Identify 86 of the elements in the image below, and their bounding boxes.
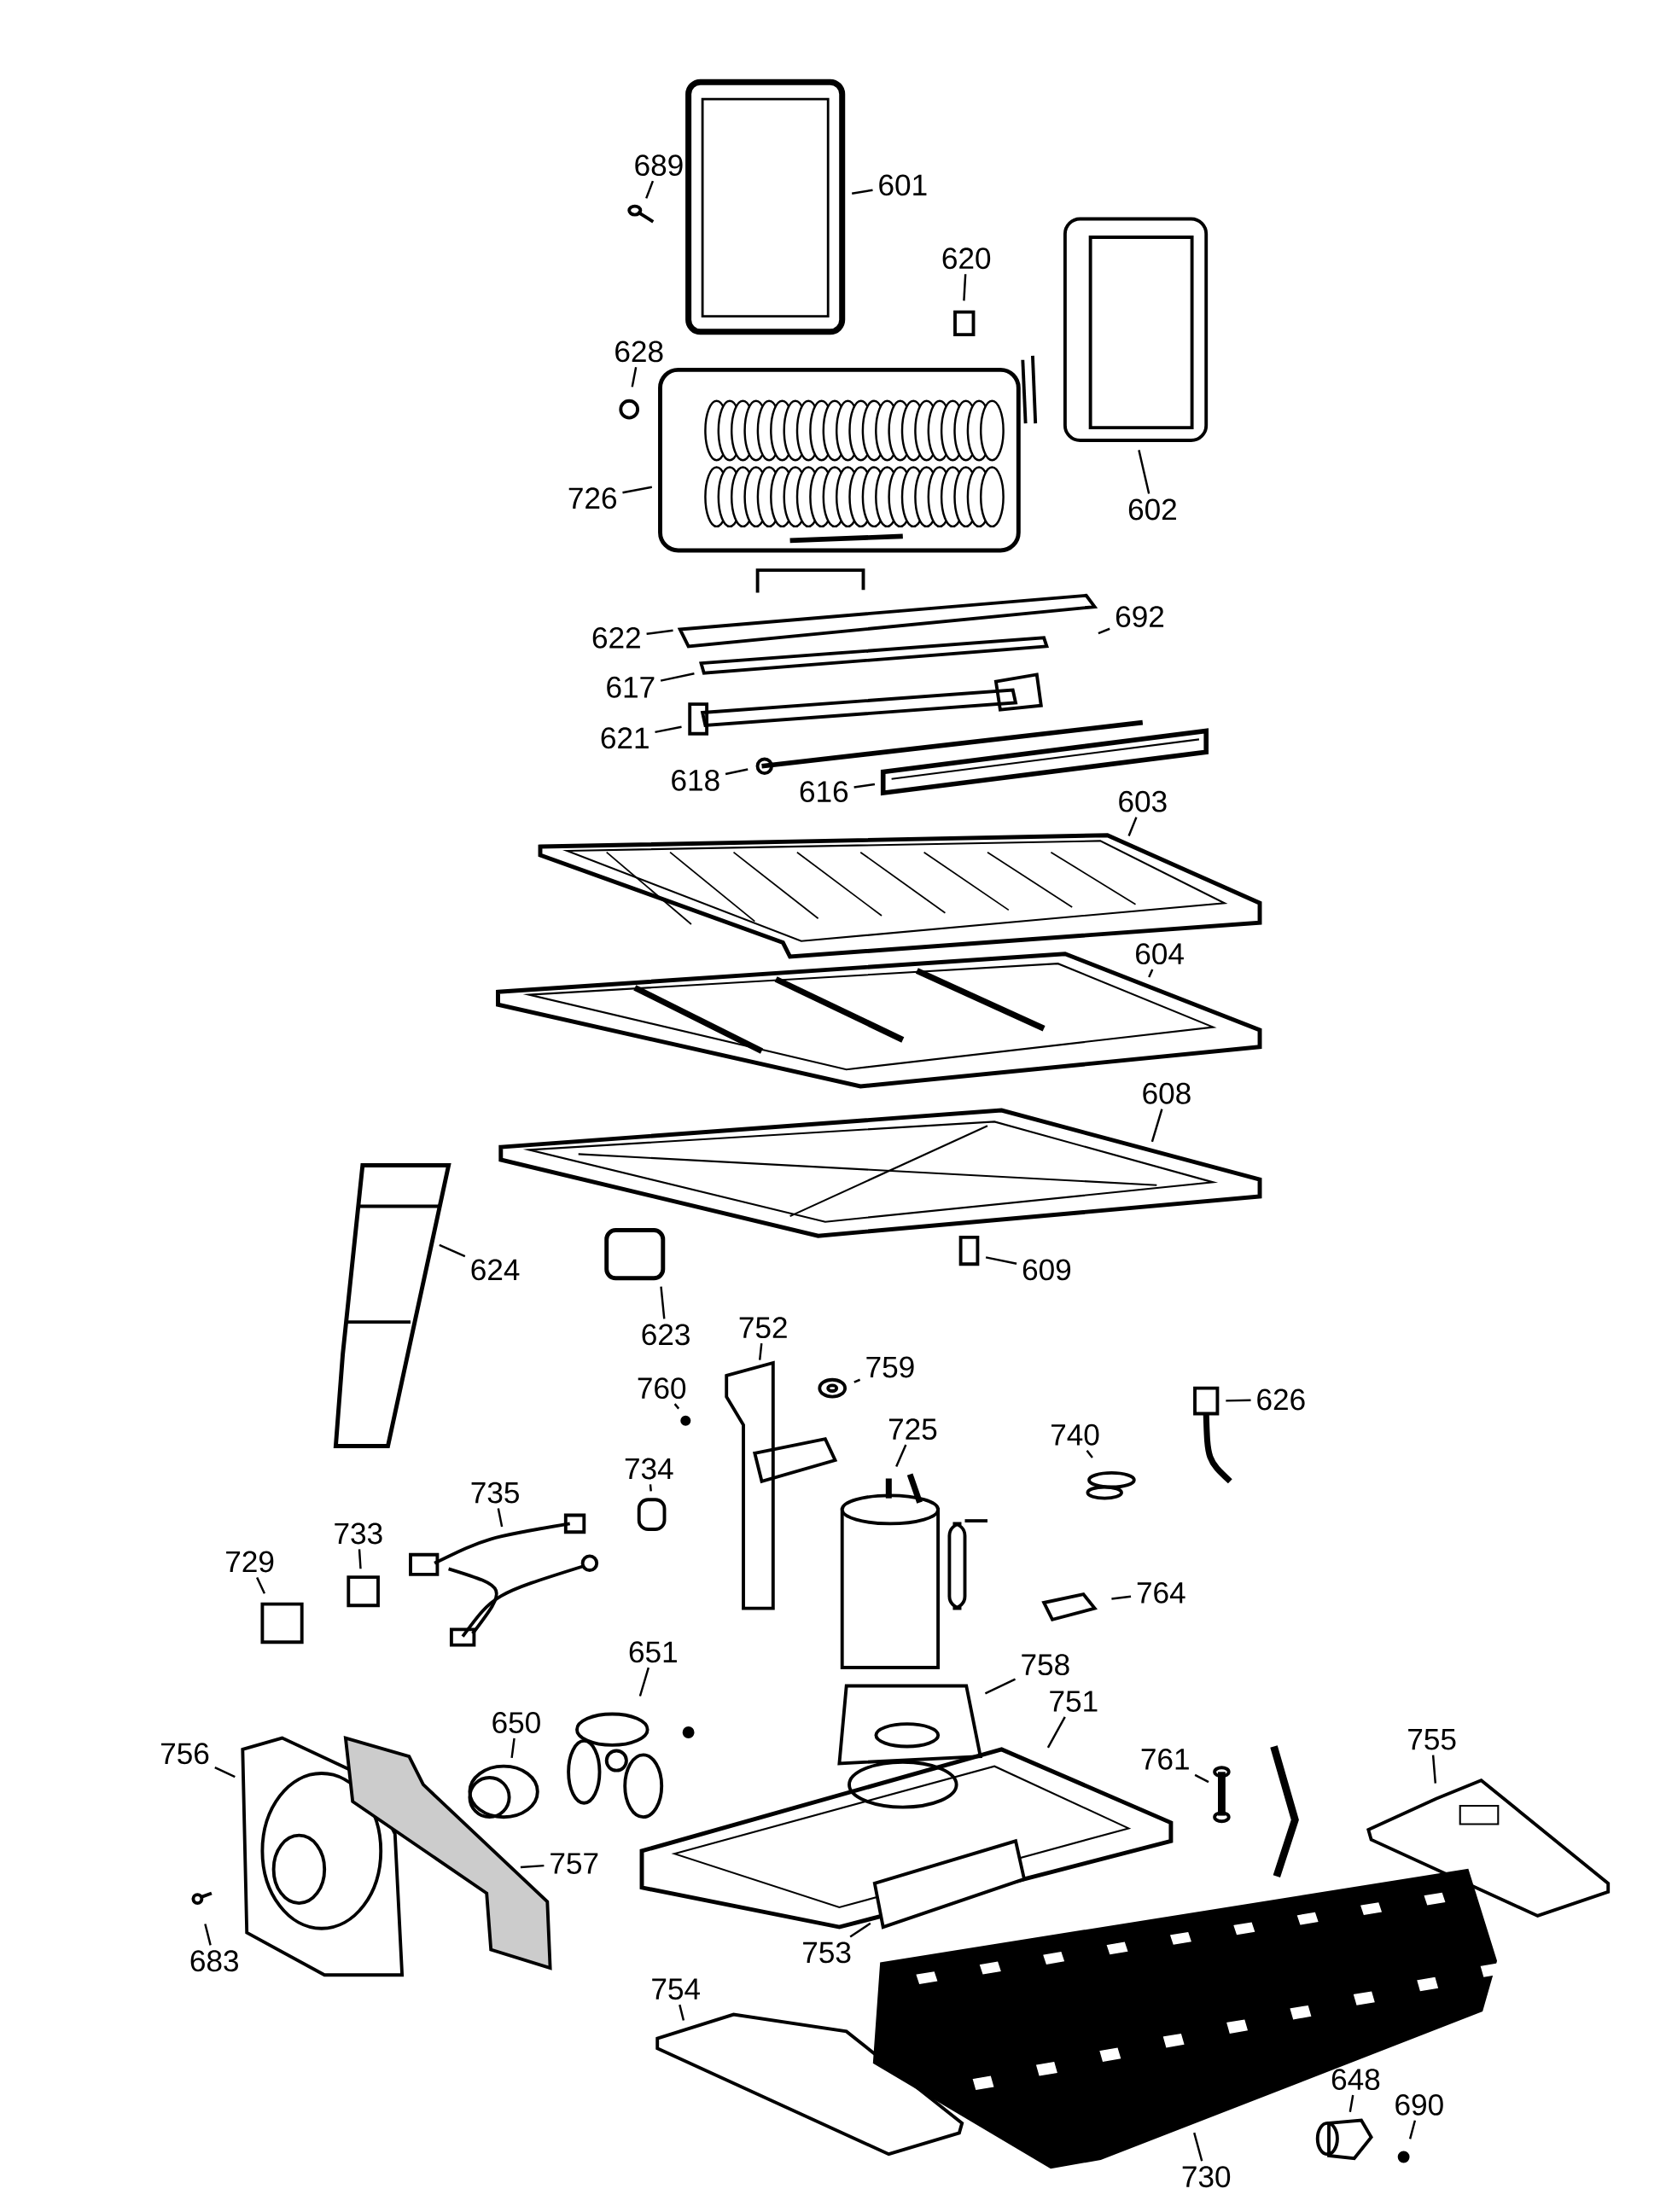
- leader-line: [1226, 1399, 1251, 1402]
- callout-number: 601: [879, 174, 927, 196]
- callout-number: 692: [1116, 606, 1164, 627]
- callout-number: 651: [629, 1641, 677, 1663]
- callout-number: 628: [615, 341, 663, 363]
- leader-line: [853, 783, 876, 789]
- callout-number: 626: [1257, 1388, 1305, 1411]
- callout-number: 754: [652, 1978, 700, 2000]
- callout-number: 751: [1050, 1691, 1098, 1712]
- leader-line: [1349, 2094, 1354, 2112]
- callout-number: 603: [1119, 790, 1167, 812]
- callout-number: 761: [1141, 1748, 1189, 1770]
- leader-line: [660, 672, 695, 682]
- leader-line: [439, 1243, 466, 1258]
- callout-number: 608: [1143, 1082, 1191, 1104]
- callout-number: 683: [190, 1950, 238, 1972]
- leader-line: [895, 1444, 907, 1467]
- leader-line: [852, 189, 873, 195]
- callout-number: 735: [471, 1481, 519, 1504]
- callout-number: 755: [1408, 1729, 1456, 1750]
- leader-line: [497, 1508, 504, 1528]
- callout-number: 624: [471, 1259, 520, 1281]
- callout-number: 623: [642, 1324, 690, 1346]
- callout-number: 617: [607, 676, 655, 698]
- leader-line: [256, 1576, 266, 1594]
- callout-number: 621: [601, 727, 649, 749]
- leader-line: [214, 1767, 236, 1778]
- leader-line: [673, 1403, 680, 1410]
- callout-number: 689: [635, 154, 683, 177]
- callout-number: 725: [888, 1418, 937, 1441]
- leader-line: [725, 768, 749, 776]
- leader-line: [1127, 817, 1138, 836]
- leader-line: [679, 2004, 685, 2021]
- leader-line: [204, 1924, 212, 1946]
- leader-line: [853, 1378, 861, 1383]
- callout-number: 602: [1128, 498, 1176, 521]
- callout-number: 760: [638, 1377, 686, 1400]
- leader-line: [649, 1484, 652, 1492]
- callout-number: 726: [568, 487, 616, 509]
- leader-line: [1408, 2120, 1417, 2139]
- leader-line: [849, 1922, 871, 1938]
- leader-line: [660, 1286, 666, 1319]
- callout-number: 764: [1137, 1581, 1185, 1604]
- callout-number: 618: [672, 769, 719, 791]
- callout-number: 650: [492, 1712, 540, 1733]
- callout-number: 753: [803, 1941, 851, 1964]
- callout-number: 730: [1182, 2166, 1231, 2188]
- leader-line: [638, 1667, 650, 1697]
- leader-line: [1193, 2132, 1203, 2162]
- leader-line: [655, 725, 682, 734]
- callout-number: 729: [226, 1551, 274, 1573]
- leader-line: [984, 1678, 1016, 1695]
- callout-number: 758: [1022, 1654, 1069, 1676]
- callout-number: 752: [739, 1317, 787, 1339]
- callout-number: 759: [866, 1356, 914, 1378]
- leader-line: [622, 486, 653, 494]
- callout-number: 609: [1022, 1259, 1071, 1281]
- leader-line: [520, 1864, 545, 1869]
- leader-line: [358, 1549, 362, 1569]
- leader-line: [646, 629, 673, 635]
- leader-line: [985, 1256, 1017, 1265]
- callout-number: 740: [1051, 1423, 1099, 1446]
- callout-number: 733: [335, 1522, 382, 1545]
- leader-line: [963, 274, 967, 301]
- callout-number: 616: [800, 781, 848, 802]
- leader-line: [759, 1342, 763, 1360]
- callout-number: 622: [592, 626, 640, 649]
- callout-number: 604: [1136, 943, 1184, 965]
- leader-line: [1431, 1755, 1437, 1784]
- leader-line: [645, 180, 655, 199]
- callout-number: 734: [625, 1458, 673, 1480]
- callout-number: 756: [161, 1743, 209, 1765]
- leader-line: [1086, 1449, 1093, 1458]
- callout-number: 757: [550, 1853, 598, 1874]
- leader-line: [1150, 1109, 1163, 1143]
- leader-line: [1046, 1716, 1066, 1749]
- leader-line: [1148, 969, 1154, 978]
- callout-number: 620: [942, 247, 991, 270]
- leader-line: [1138, 450, 1150, 494]
- leader-line: [1098, 627, 1110, 635]
- leader-line: [1111, 1595, 1132, 1600]
- leader-line: [510, 1738, 516, 1759]
- callout-number: 690: [1395, 2093, 1443, 2116]
- leader-line: [1194, 1773, 1209, 1784]
- leader-line: [631, 367, 638, 387]
- callout-number: 648: [1331, 2069, 1380, 2091]
